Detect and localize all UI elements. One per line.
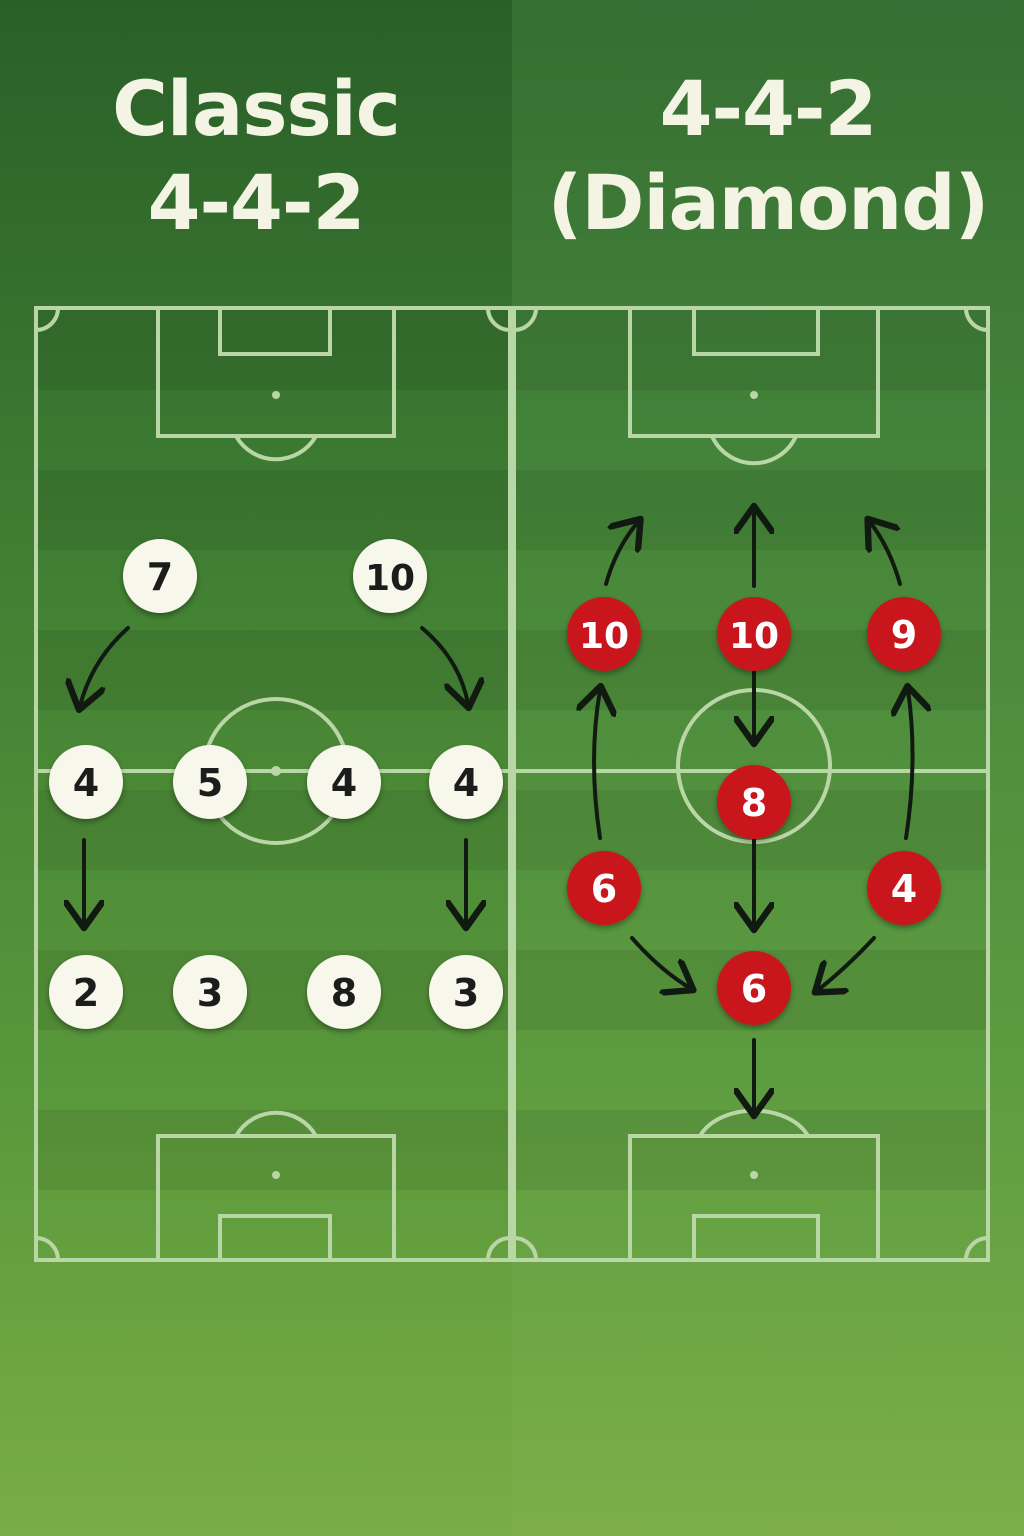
arrow-6-to-gk6 <box>630 936 690 988</box>
left-title: Classic 4-4-2 <box>0 62 512 250</box>
player-number: 10 <box>365 558 415 599</box>
player-number: 6 <box>741 967 767 1011</box>
player-3-lcb[interactable]: 3 <box>173 955 247 1029</box>
player-8[interactable]: 8 <box>307 955 381 1029</box>
player-number: 6 <box>591 867 617 911</box>
player-number: 10 <box>579 616 629 657</box>
right-panel: 4-4-2 (Diamond) <box>512 0 1024 1536</box>
player-number: 8 <box>741 781 767 825</box>
left-title-line1: Classic <box>112 64 401 153</box>
arrow-4-to-9 <box>906 690 913 840</box>
player-number: 4 <box>453 761 479 805</box>
left-title-line2: 4-4-2 <box>147 158 366 247</box>
left-players: 7 10 4 5 4 4 2 3 8 3 <box>49 539 503 1029</box>
player-number: 8 <box>331 971 357 1015</box>
arrow-10-to-4 <box>420 626 468 704</box>
player-5[interactable]: 5 <box>173 745 247 819</box>
player-10[interactable]: 10 <box>353 539 427 613</box>
player-7[interactable]: 7 <box>123 539 197 613</box>
player-9[interactable]: 9 <box>867 597 941 671</box>
player-number: 4 <box>891 867 917 911</box>
player-10-left[interactable]: 10 <box>567 597 641 671</box>
player-4-rm[interactable]: 4 <box>429 745 503 819</box>
player-6-bottom[interactable]: 6 <box>717 951 791 1025</box>
right-title: 4-4-2 (Diamond) <box>512 62 1024 250</box>
player-number: 9 <box>891 613 917 657</box>
player-number: 7 <box>147 555 173 599</box>
left-arrows <box>80 626 468 924</box>
left-pitch-spots <box>271 391 281 1179</box>
right-players: 10 10 9 8 6 4 6 <box>567 597 941 1025</box>
right-title-line1: 4-4-2 <box>659 64 878 153</box>
arrow-4-to-gk6 <box>818 936 876 990</box>
arrow-7-to-4 <box>80 626 130 706</box>
player-number: 4 <box>73 761 99 805</box>
player-3-rb[interactable]: 3 <box>429 955 503 1029</box>
arrow-9-up <box>870 522 902 586</box>
player-number: 2 <box>73 971 99 1015</box>
player-4-right[interactable]: 4 <box>867 851 941 925</box>
player-4-cm[interactable]: 4 <box>307 745 381 819</box>
player-6-left[interactable]: 6 <box>567 851 641 925</box>
player-number: 5 <box>197 761 223 805</box>
right-title-line2: (Diamond) <box>547 158 990 247</box>
player-8-diamond[interactable]: 8 <box>717 765 791 839</box>
player-number: 3 <box>453 971 479 1015</box>
arrow-10-left-up <box>604 522 638 586</box>
right-arrows <box>594 510 913 1112</box>
player-4-lm[interactable]: 4 <box>49 745 123 819</box>
player-10-center[interactable]: 10 <box>717 597 791 671</box>
player-2[interactable]: 2 <box>49 955 123 1029</box>
right-pitch-spots <box>750 391 758 1179</box>
player-number: 3 <box>197 971 223 1015</box>
arrow-6-to-10 <box>594 690 600 840</box>
player-number: 10 <box>729 616 779 657</box>
player-number: 4 <box>331 761 357 805</box>
